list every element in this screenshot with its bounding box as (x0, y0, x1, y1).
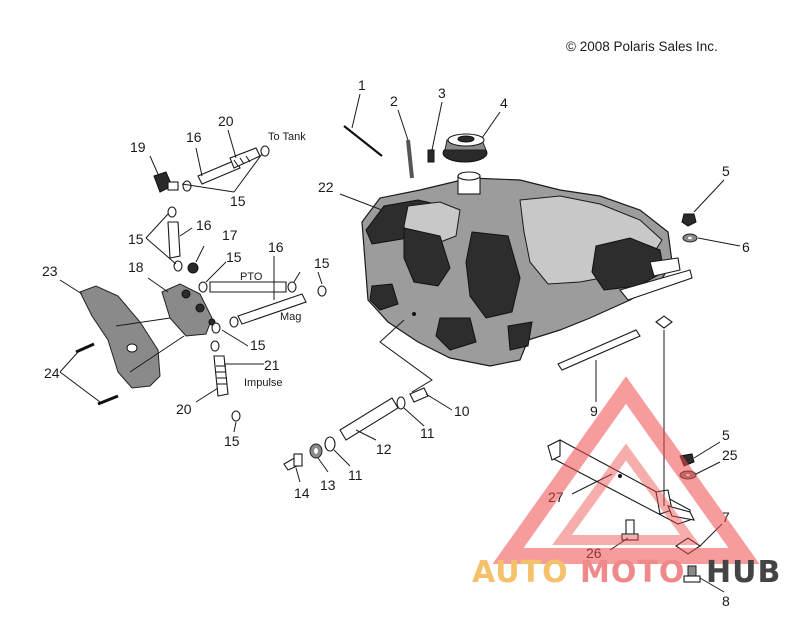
fitting-19 (153, 171, 179, 193)
note-impulse: Impulse (244, 377, 283, 389)
callout-19: 19 (130, 139, 146, 155)
callout-15-right: 15 (314, 255, 330, 271)
watermark-text-moto: MOTO (580, 555, 685, 590)
watermark-triangle-outer (492, 376, 760, 564)
callout-16-right: 16 (268, 239, 284, 255)
callout-3: 3 (438, 85, 446, 101)
callout-15-left: 15 (128, 231, 144, 247)
watermark-text-hub: HUB (706, 555, 781, 590)
callout-16-top: 16 (186, 129, 202, 145)
callout-11-lower: 11 (348, 467, 363, 483)
callout-10: 10 (454, 403, 470, 419)
callout-17: 17 (222, 227, 238, 243)
bolt-8 (683, 565, 701, 583)
callout-6: 6 (742, 239, 750, 255)
callout-16-mid: 16 (196, 217, 212, 233)
copyright-text: © 2008 Polaris Sales Inc. (566, 39, 718, 54)
valve (427, 149, 435, 163)
callout-11-upper: 11 (420, 425, 435, 441)
bolt-24 (75, 342, 119, 406)
callout-4: 4 (500, 95, 508, 111)
callout-20-lower: 20 (176, 401, 192, 417)
vent-line (343, 125, 383, 157)
bracket-23 (79, 285, 161, 389)
fuel-cap (442, 133, 488, 195)
callout-15-lower: 15 (250, 337, 266, 353)
callout-1: 1 (358, 77, 366, 93)
callout-2: 2 (390, 93, 398, 109)
callout-8: 8 (722, 593, 730, 609)
callout-24: 24 (44, 365, 60, 381)
rod (406, 139, 414, 179)
callout-5-lower: 5 (722, 427, 730, 443)
callout-15-top: 15 (230, 193, 246, 209)
callout-12: 12 (376, 441, 392, 457)
callout-18: 18 (128, 259, 144, 275)
note-to-tank: To Tank (268, 131, 306, 143)
strap (557, 329, 641, 371)
watermark-triangle-inner (552, 443, 700, 545)
callout-5-upper: 5 (722, 163, 730, 179)
callout-25: 25 (722, 447, 738, 463)
fuel-line-fittings (283, 387, 429, 471)
note-pto: PTO (240, 271, 263, 283)
note-mag: Mag (280, 311, 301, 323)
fuel-tank (361, 177, 693, 367)
callout-20-top: 20 (218, 113, 234, 129)
callout-23: 23 (42, 263, 58, 279)
callout-14: 14 (294, 485, 310, 501)
callout-13: 13 (320, 477, 336, 493)
fuel-valve-18 (161, 283, 216, 337)
callout-15-bottom: 15 (224, 433, 240, 449)
bolt-26 (621, 519, 639, 541)
watermark-text-auto: AUTO (472, 555, 569, 590)
hose-clamps (167, 206, 327, 422)
watermark: AUTO MOTO HUB (472, 376, 781, 590)
callout-15-mid: 15 (226, 249, 242, 265)
nut-upper (681, 213, 697, 227)
callout-22: 22 (318, 179, 334, 195)
callout-9: 9 (590, 403, 598, 419)
hose-to-tank (182, 145, 270, 192)
callout-21: 21 (264, 357, 280, 373)
